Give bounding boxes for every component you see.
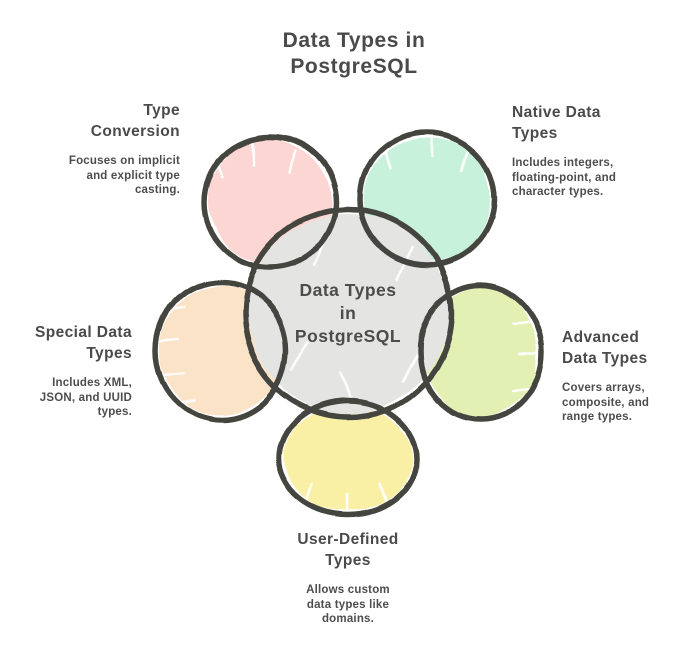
desc-line: composite, and [562,396,650,409]
desc-line: Allows custom [306,584,390,596]
desc-line: Includes integers, [512,157,614,169]
petal-heading-user-defined-types: User-Defined Types [247,529,449,571]
petal-description-native-data-types: Includes integers, floating-point, and c… [512,156,687,200]
heading-line: Types [512,125,558,142]
center-circle-label: Data Types in PostgreSQL [248,279,448,348]
label-user-defined-types: User-Defined Types Allows custom data ty… [247,529,449,627]
center-label-line: Data Types [299,280,397,300]
circle-strokes [153,130,545,518]
petal-heading-type-conversion: Type Conversion [0,100,180,142]
desc-line: JSON, and UUID [39,391,132,404]
petal-description-advanced-data-types: Covers arrays, composite, and range type… [562,381,696,425]
petal-outline-advanced-data-types [417,281,545,423]
desc-line: Includes XML, [52,377,132,389]
desc-line: range types. [562,411,633,423]
desc-line: Focuses on implicit [68,155,180,167]
petal-outline-user-defined-types [276,398,420,518]
petal-outline-native-data-types [357,130,497,268]
desc-line: floating-point, and [512,171,617,184]
page-title-line: PostgreSQL [290,55,418,78]
heading-line: Special Data [35,324,132,341]
center-label-line: in [339,303,357,323]
petal-description-user-defined-types: Allows custom data types like domains. [247,583,449,627]
heading-line: Types [86,345,132,362]
heading-line: Advanced [562,329,640,346]
desc-line: character types. [512,186,604,198]
petal-heading-native-data-types: Native Data Types [512,102,687,144]
petal-outline-type-conversion [201,134,339,270]
heading-line: Types [325,552,371,569]
center-circle-outline [241,206,455,420]
desc-line: domains. [321,613,375,625]
label-native-data-types: Native Data Types Includes integers, flo… [512,102,687,200]
label-advanced-data-types: Advanced Data Types Covers arrays, compo… [562,327,696,425]
desc-line: data types like [306,598,390,611]
heading-line: User-Defined [297,531,399,548]
heading-line: Native Data [512,104,601,121]
petal-description-special-data-types: Includes XML, JSON, and UUID types. [0,376,132,420]
petal-outline-special-data-types [153,279,289,423]
petal-heading-special-data-types: Special Data Types [0,322,132,364]
heading-line: Type [143,102,180,119]
heading-line: Conversion [90,123,180,140]
page-title-line: Data Types in [282,29,426,52]
desc-line: types. [97,406,132,418]
label-special-data-types: Special Data Types Includes XML, JSON, a… [0,322,132,420]
heading-line: Data Types [562,350,648,367]
desc-line: and explicit type [86,169,180,182]
center-label-line: PostgreSQL [294,326,402,346]
page-title: Data Types in PostgreSQL [14,28,694,80]
desc-line: Covers arrays, [562,382,645,394]
petal-heading-advanced-data-types: Advanced Data Types [562,327,696,369]
petal-description-type-conversion: Focuses on implicit and explicit type ca… [0,154,180,198]
label-type-conversion: Type Conversion Focuses on implicit and … [0,100,180,198]
desc-line: casting. [134,184,180,196]
